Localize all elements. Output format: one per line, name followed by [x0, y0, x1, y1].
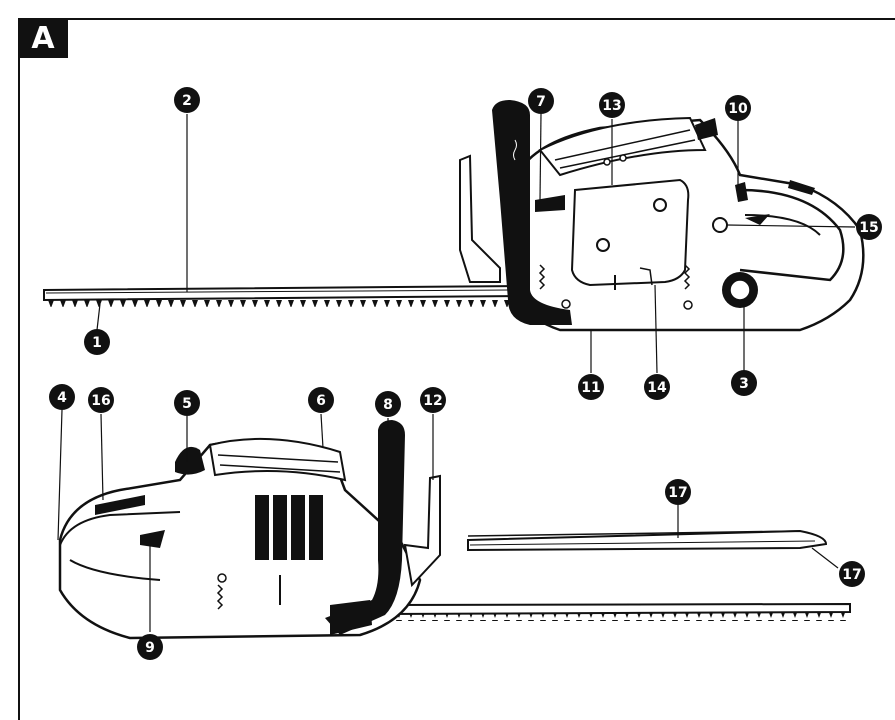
callout-badge [731, 370, 757, 396]
callout-number: 2 [182, 93, 192, 109]
callout-c16: 16 [88, 387, 114, 413]
callout-number: 4 [57, 390, 67, 406]
callout-badge [578, 374, 604, 400]
callout-badge [375, 391, 401, 417]
callout-c8: 8 [375, 391, 401, 417]
callout-number: 7 [536, 94, 546, 110]
callout-c10: 10 [725, 95, 751, 121]
callout-badge [174, 87, 200, 113]
callout-c17a: 17 [665, 479, 691, 505]
callout-number: 8 [383, 397, 393, 413]
leader-lines [57, 113, 856, 632]
callout-number: 5 [182, 396, 192, 412]
callout-number: 13 [602, 98, 621, 114]
callout-badge [528, 88, 554, 114]
callout-number: 15 [859, 220, 878, 236]
callout-c1: 1 [84, 329, 110, 355]
top-blade [43, 284, 521, 307]
callout-c9: 9 [137, 634, 163, 660]
callout-badge [84, 329, 110, 355]
callout-badge [725, 95, 751, 121]
top-motor-body [518, 116, 865, 332]
callout-badge [174, 390, 200, 416]
callout-c5: 5 [174, 390, 200, 416]
callout-c13: 13 [599, 92, 625, 118]
callout-badge [665, 479, 691, 505]
panel-label: A [18, 18, 68, 58]
callout-badge [420, 387, 446, 413]
callout-c15: 15 [856, 214, 882, 240]
callout-badge [599, 92, 625, 118]
callout-c12: 12 [420, 387, 446, 413]
callout-c14: 14 [644, 374, 670, 400]
callout-c17b: 17 [839, 561, 865, 587]
callout-c7: 7 [528, 88, 554, 114]
callout-number: 17 [668, 485, 687, 501]
bottom-trimmer [58, 420, 851, 640]
top-front-handle [492, 100, 572, 325]
callout-badge [137, 634, 163, 660]
callout-number: 17 [842, 567, 861, 583]
bottom-blade [384, 602, 851, 621]
callout-number: 1 [92, 335, 102, 351]
callout-c2: 2 [174, 87, 200, 113]
callout-number: 3 [739, 376, 749, 392]
callout-number: 16 [91, 393, 110, 409]
bottom-front-handle [325, 420, 405, 635]
callout-badge [856, 214, 882, 240]
callout-badge [644, 374, 670, 400]
figure-frame [18, 18, 895, 720]
top-trimmer [43, 100, 865, 332]
callout-number: 10 [728, 101, 748, 117]
callout-c4: 4 [49, 384, 75, 410]
callout-number: 11 [581, 380, 600, 396]
callout-c11: 11 [578, 374, 604, 400]
callout-badge [308, 387, 334, 413]
callout-number: 14 [647, 380, 667, 396]
callout-c3: 3 [731, 370, 757, 396]
spare-blade [467, 529, 828, 552]
callout-c6: 6 [308, 387, 334, 413]
callout-number: 9 [145, 640, 155, 656]
callout-number: 12 [423, 393, 442, 409]
callout-number: 6 [316, 393, 326, 409]
callout-badge [88, 387, 114, 413]
callout-badge [49, 384, 75, 410]
callout-badge [839, 561, 865, 587]
